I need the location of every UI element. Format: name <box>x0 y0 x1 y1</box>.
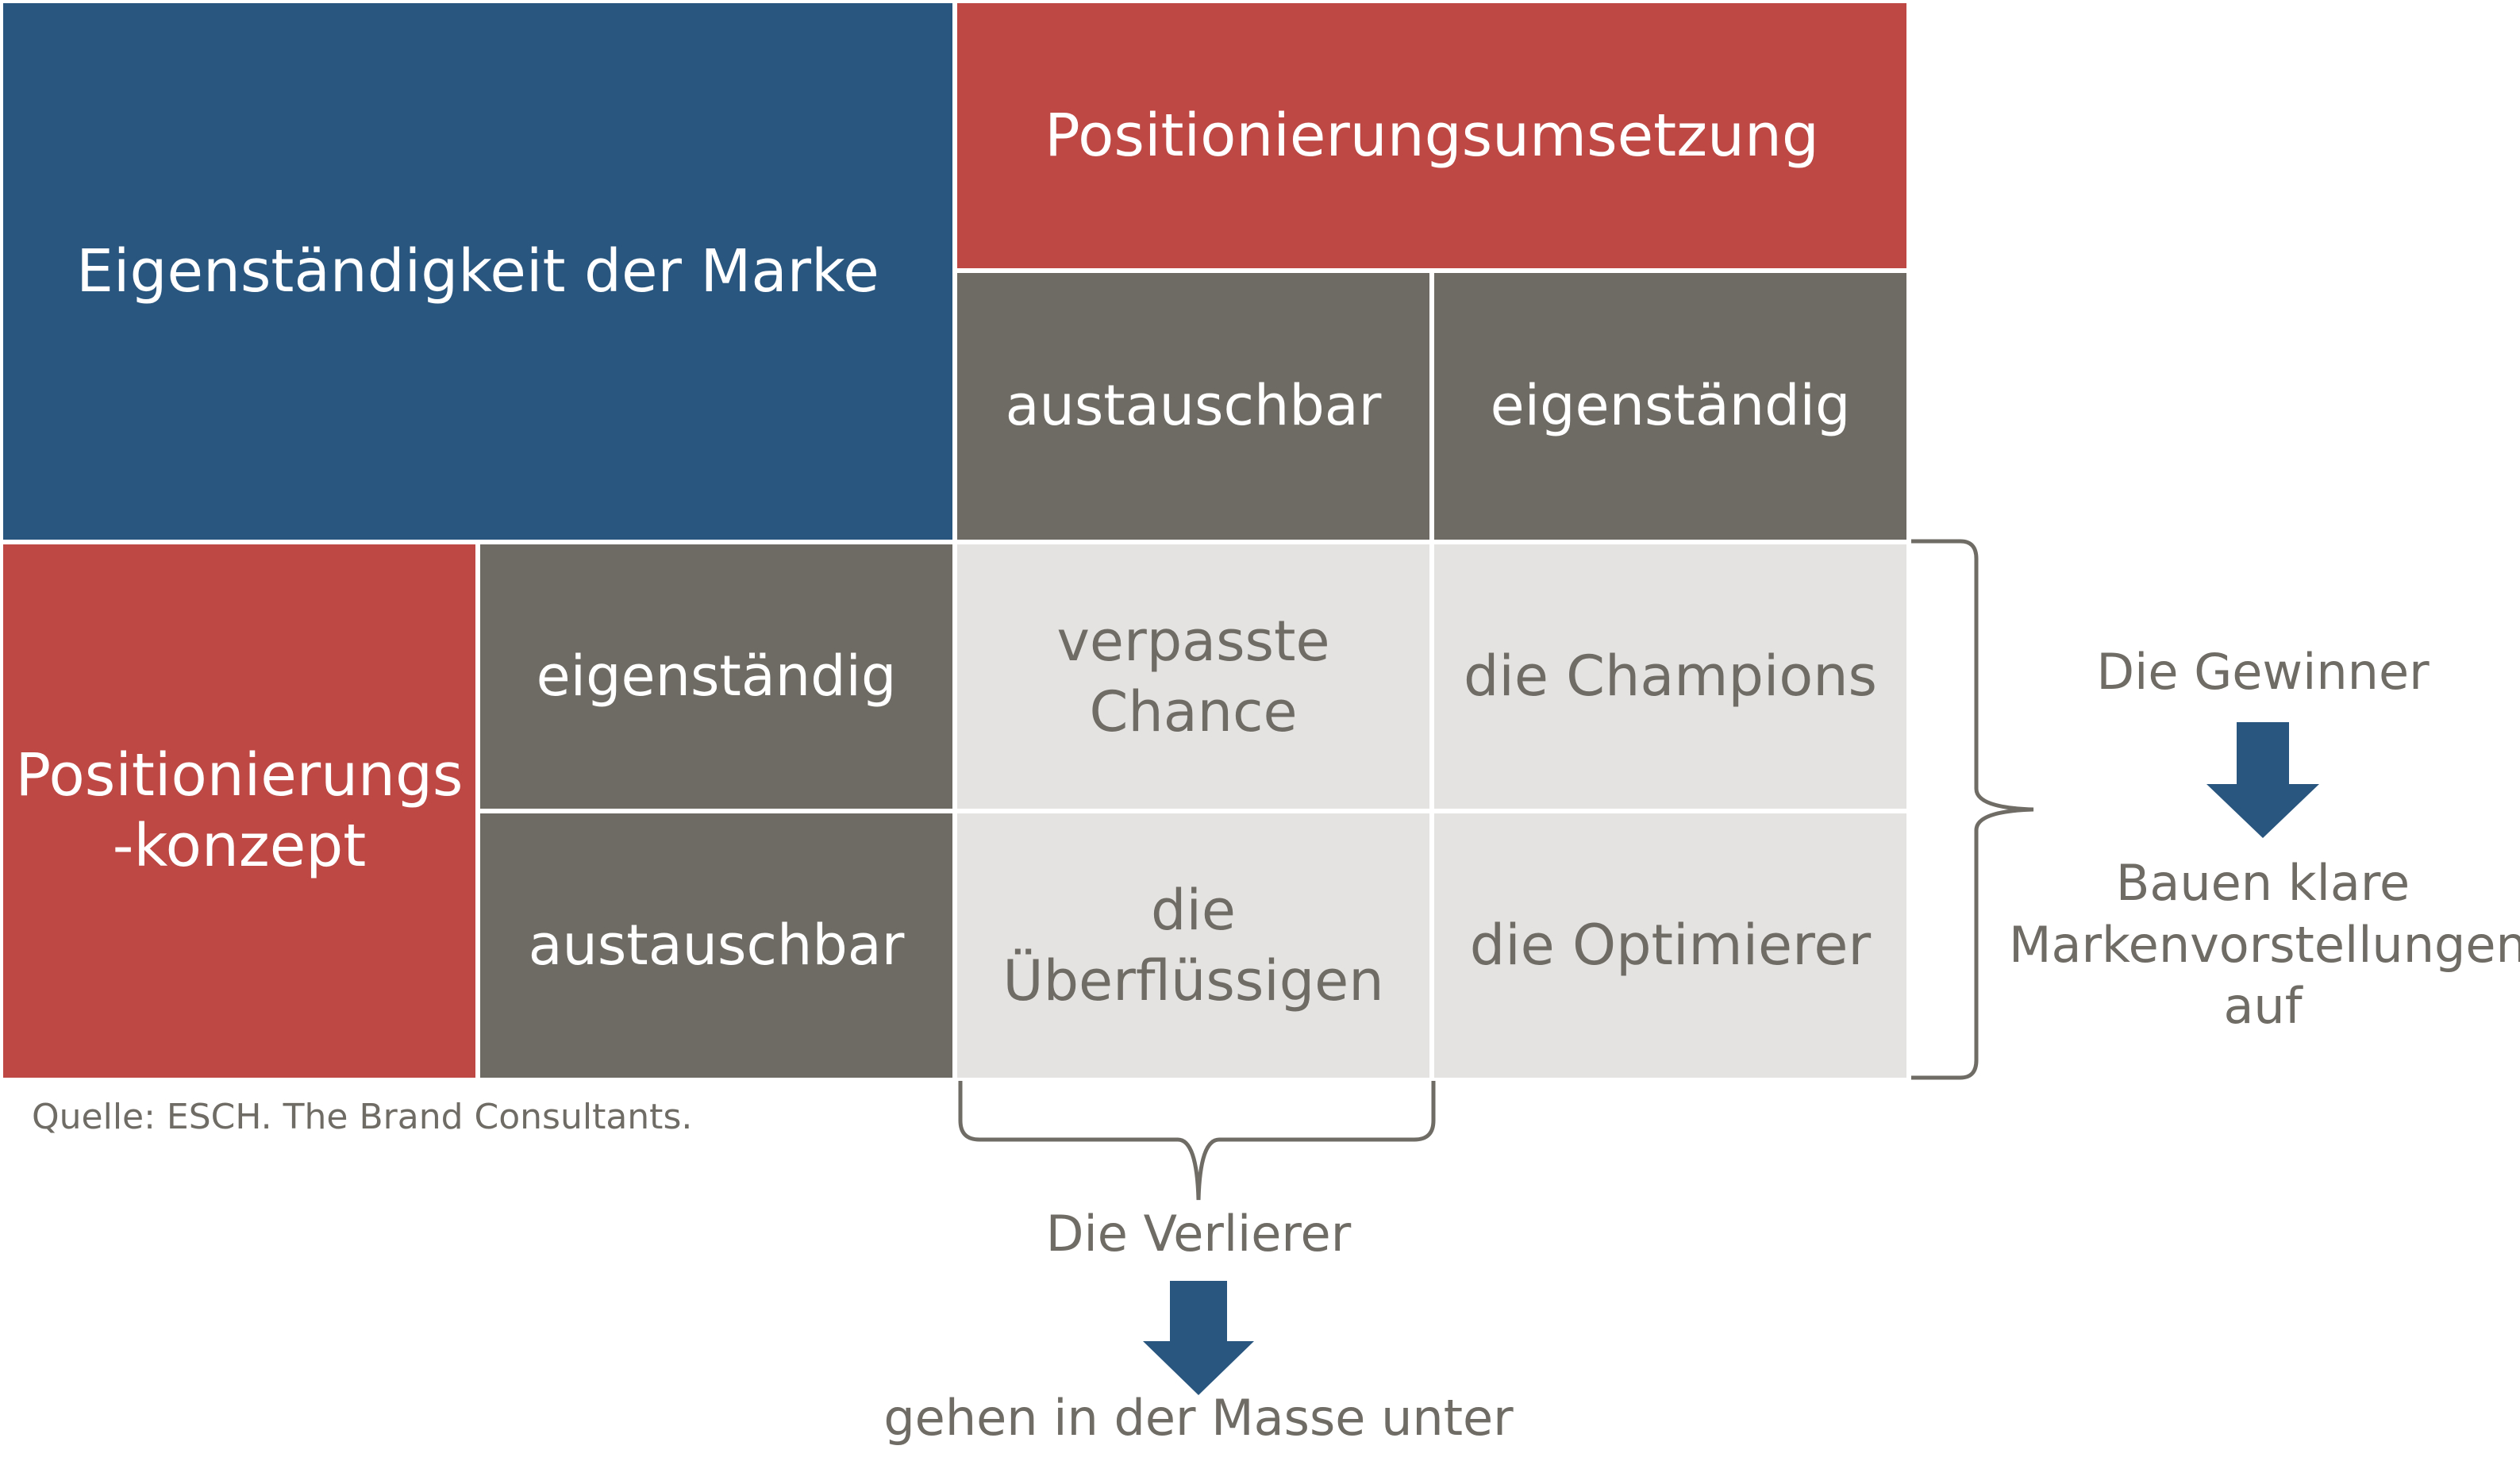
winners-result: Bauen klare Markenvorstellungen auf <box>2009 854 2520 1035</box>
column-header: Positionierungsumsetzung <box>1045 101 1819 170</box>
quadrant-label: die Optimierer <box>1469 913 1872 978</box>
losers-brace <box>958 1081 1436 1201</box>
quadrant-champions: die Champions <box>1434 544 1906 809</box>
row-header-cell: Positionierungs -konzept <box>3 544 475 1078</box>
corner-title: Eigenständigkeit der Marke <box>76 236 879 306</box>
quadrant-label: die Champions <box>1463 644 1878 709</box>
row-label: austauschbar <box>528 912 905 978</box>
quadrant-ueberfluessigen: die Überflüssigen <box>957 813 1429 1078</box>
column-label: austauschbar <box>1005 373 1382 439</box>
quadrant-label: verpasste Chance <box>1056 608 1330 744</box>
column-header-cell: Positionierungsumsetzung <box>957 3 1906 268</box>
column-cell-eigenstaendig: eigenständig <box>1434 273 1906 540</box>
row-cell-eigenstaendig: eigenständig <box>480 544 952 809</box>
winners-brace <box>1911 539 2034 1080</box>
losers-result: gehen in der Masse unter <box>883 1389 1514 1447</box>
quadrant-verpasste-chance: verpasste Chance <box>957 544 1429 809</box>
row-cell-austauschbar: austauschbar <box>480 813 952 1078</box>
column-cell-austauschbar: austauschbar <box>957 273 1429 540</box>
row-header: Positionierungs -konzept <box>15 741 464 880</box>
winners-arrow-icon <box>2206 722 2319 838</box>
losers-arrow-icon <box>1143 1281 1254 1395</box>
winners-title: Die Gewinner <box>2096 643 2430 701</box>
quadrant-label: die Überflüssigen <box>1002 877 1384 1013</box>
column-label: eigenständig <box>1490 373 1851 439</box>
quadrant-optimierer: die Optimierer <box>1434 813 1906 1078</box>
losers-title: Die Verlierer <box>1045 1205 1352 1263</box>
corner-title-cell: Eigenständigkeit der Marke <box>3 3 952 540</box>
row-label: eigenständig <box>536 643 897 709</box>
source-note: Quelle: ESCH. The Brand Consultants. <box>32 1097 693 1137</box>
